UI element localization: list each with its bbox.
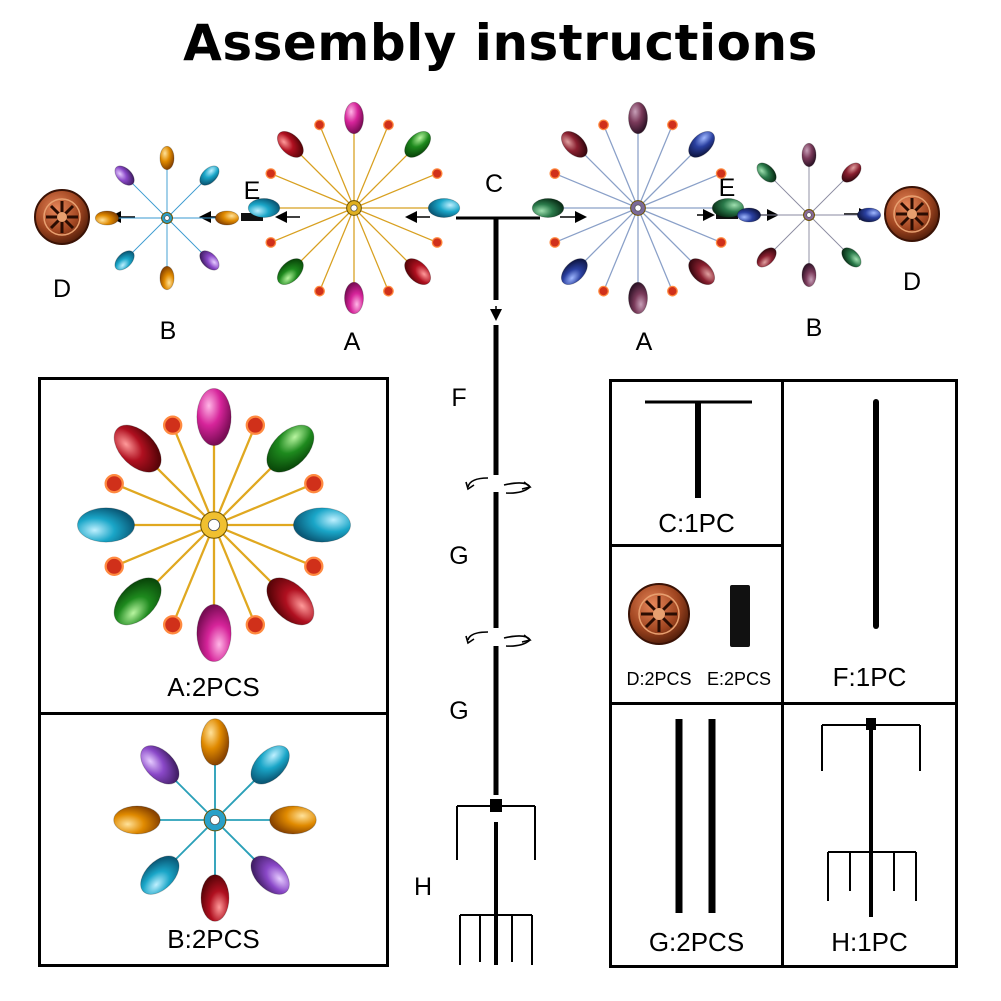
small-spinner-icon	[736, 142, 882, 288]
part-g-caption: G:2PCS	[648, 927, 745, 957]
tube-connector-icon	[241, 213, 263, 221]
pole-g-icon	[675, 719, 716, 913]
part-c-caption: C:1PC	[658, 508, 735, 538]
part-e-caption: E:2PCS	[706, 669, 772, 689]
label-a-right: A	[635, 328, 653, 356]
decorative-cap-icon	[628, 583, 690, 645]
rotate-arrows-icon	[465, 631, 532, 647]
part-h-caption: H:1PC	[831, 927, 908, 957]
part-box-h: H:1PC	[781, 702, 958, 968]
label-c-top: C	[484, 170, 504, 198]
top-t-bar-icon	[456, 216, 540, 321]
label-f: F	[451, 384, 467, 412]
small-spinner-icon	[94, 145, 240, 291]
part-box-d-e: D:2PCS E:2PCS	[609, 544, 784, 705]
part-a-caption: A:2PCS	[167, 672, 260, 702]
part-f-caption: F:1PC	[832, 662, 907, 692]
rotate-arrows-icon	[465, 477, 532, 494]
ground-stake-icon	[821, 718, 921, 917]
part-box-g: G:2PCS	[609, 702, 784, 968]
tube-connector-icon	[730, 585, 750, 647]
ground-stake-icon	[456, 799, 536, 965]
part-box-c: C:1PC	[609, 379, 784, 547]
part-box-b: B:2PCS	[38, 712, 389, 967]
wheel-spinner-icon	[77, 388, 351, 662]
part-d-caption: D:2PCS	[626, 669, 692, 689]
decorative-cap-icon	[884, 186, 940, 242]
label-e-right: E	[718, 174, 736, 202]
label-h: H	[413, 873, 433, 901]
top-t-bar-icon	[645, 400, 752, 498]
label-d-left: D	[52, 275, 72, 303]
label-b-left: B	[159, 317, 177, 345]
label-a-left: A	[343, 328, 361, 356]
part-box-a: A:2PCS	[38, 377, 389, 715]
decorative-cap-icon	[34, 189, 90, 245]
wheel-spinner-icon	[247, 101, 461, 315]
small-spinner-icon	[113, 718, 317, 922]
label-e-left: E	[243, 177, 261, 205]
label-b-right: B	[805, 314, 823, 342]
part-b-caption: B:2PCS	[167, 924, 260, 954]
label-d-right: D	[902, 268, 922, 296]
pole-f-icon	[873, 399, 879, 629]
page-title: Assembly instructions	[183, 14, 818, 72]
wheel-spinner-icon	[531, 101, 745, 315]
label-g-2: G	[449, 697, 469, 725]
part-box-f: F:1PC	[781, 379, 958, 705]
parts-d-e-art	[628, 583, 750, 647]
label-g-1: G	[449, 542, 469, 570]
